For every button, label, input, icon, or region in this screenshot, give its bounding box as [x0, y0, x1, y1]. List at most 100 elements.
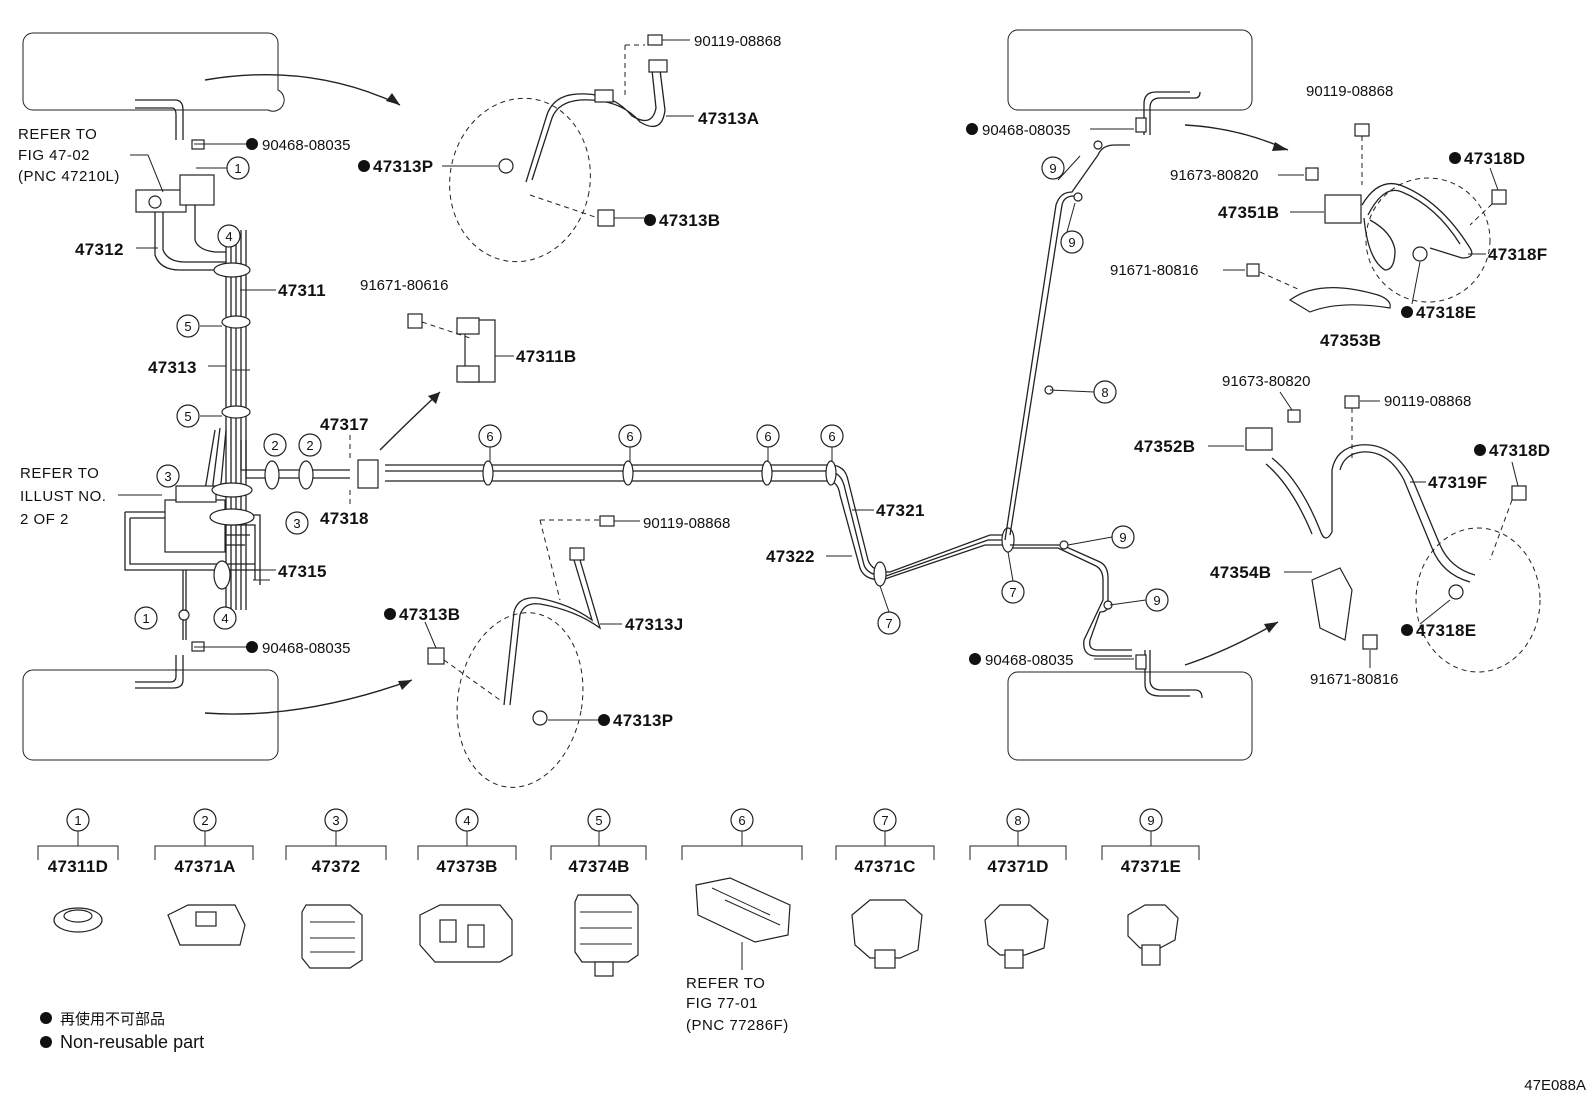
- clip-6-d: [825, 460, 837, 486]
- clip-3-a: [209, 508, 255, 526]
- clip-7-a: [873, 561, 887, 587]
- ref-47-02: REFER TO FIG 47-02 (PNC 47210L): [18, 126, 119, 185]
- dash-90119-b: [539, 519, 600, 601]
- bolt-91673-80820-a: [1305, 167, 1319, 181]
- label-47321: 47321: [876, 501, 925, 520]
- hose-47319F: [1265, 444, 1476, 583]
- label-90468-08035-d: 90468-08035: [985, 652, 1073, 669]
- legend-num-2: 2: [201, 813, 208, 828]
- label-47313B-b: 47313B: [399, 605, 460, 624]
- abs-lines: [124, 511, 261, 585]
- label-90119-08868-b: 90119-08868: [643, 515, 730, 532]
- clip-9-dot-c: [1059, 540, 1069, 550]
- fr-flex-hose: [1143, 91, 1201, 135]
- label-47318F: 47318F: [1488, 245, 1547, 264]
- clip-9-dot-a: [1093, 140, 1103, 150]
- svg-text:5: 5: [184, 409, 191, 424]
- rr-flex-hose: [1144, 650, 1203, 699]
- nr-dot-l: [1401, 624, 1413, 636]
- label-91671-80616: 91671-80616: [360, 277, 448, 294]
- note-dot-jp: [40, 1012, 52, 1024]
- clip-6-a: [482, 460, 494, 486]
- label-47318: 47318: [320, 509, 369, 528]
- label-91671-80816-b: 91671-80816: [1310, 671, 1398, 688]
- bolt-91671-80816-b: [1362, 634, 1378, 650]
- label-90119-08868-c: 90119-08868: [1306, 83, 1393, 100]
- clip-6-b: [622, 460, 634, 486]
- arrow-rl: [204, 679, 413, 715]
- clip-4-bot: [213, 560, 231, 590]
- hose-47313A: [525, 69, 666, 183]
- valve-block: [179, 174, 215, 206]
- label-47313P-b: 47313P: [613, 711, 673, 730]
- pipe-rr: [1010, 544, 1132, 657]
- ref-47-02-line2: FIG 47-02: [18, 147, 90, 164]
- label-47318D-b: 47318D: [1489, 441, 1550, 460]
- bolt-91671-80816-a: [1246, 263, 1260, 277]
- label-47313J: 47313J: [625, 615, 684, 634]
- label-47318E-b: 47318E: [1416, 621, 1476, 640]
- dash-47318D-b: [1489, 499, 1513, 561]
- bolt-91673-80820-b: [1287, 409, 1301, 423]
- legend-part-5: 47374B: [568, 857, 629, 876]
- nr-dot-k: [1474, 444, 1486, 456]
- ref-illust-line3: 2 OF 2: [20, 511, 69, 528]
- bolt-90119-c: [1354, 123, 1370, 137]
- rear-left-box: [22, 669, 279, 761]
- label-47313: 47313: [148, 358, 197, 377]
- hose-fitting-j: [569, 547, 585, 561]
- nr-dot-a: [246, 138, 258, 150]
- ref-illust-line1: REFER TO: [20, 465, 99, 482]
- label-47353B: 47353B: [1320, 331, 1381, 350]
- legend-part-9: 47371E: [1121, 857, 1181, 876]
- svg-text:2: 2: [306, 438, 313, 453]
- svg-text:6: 6: [764, 429, 771, 444]
- nr-dot-f: [598, 714, 610, 726]
- label-90119-08868-a: 90119-08868: [694, 33, 781, 50]
- legend-num-7: 7: [881, 813, 888, 828]
- arrow-rr: [1184, 621, 1279, 666]
- hose-47318F: [1361, 182, 1473, 259]
- svg-text:1: 1: [234, 161, 241, 176]
- callout-leaders: [196, 155, 1147, 613]
- ref-illust-line2: ILLUST NO.: [20, 488, 106, 505]
- bolt-47313B-a: [597, 209, 615, 227]
- legend-part-7: 47371C: [854, 857, 915, 876]
- clip-2-b: [298, 460, 314, 490]
- detail-circle-47313A: [449, 97, 591, 263]
- svg-text:1: 1: [142, 611, 149, 626]
- arrow-fl: [204, 74, 401, 106]
- ref-77-01-line3: (PNC 77286F): [686, 1017, 789, 1034]
- clip-3-b: [211, 482, 253, 498]
- svg-text:3: 3: [293, 516, 300, 531]
- detail-circle-47318F: [1365, 177, 1491, 303]
- ref-47-02-line1: REFER TO: [18, 126, 97, 143]
- nr-dot-h: [969, 653, 981, 665]
- legend-num-4: 4: [463, 813, 470, 828]
- bolt-47313B-b: [427, 647, 445, 665]
- dash-47313B-a: [529, 194, 599, 219]
- legend-part-3: 47372: [312, 857, 361, 876]
- dash-47313B-b: [443, 659, 501, 701]
- pipe-bundle-47311: [225, 230, 247, 610]
- label-90468-08035-a: 90468-08035: [262, 137, 350, 154]
- label-47351B: 47351B: [1218, 203, 1279, 222]
- arrow-fl-head: [386, 93, 400, 105]
- legend-num-6: 6: [738, 813, 745, 828]
- label-91673-80820-a: 91673-80820: [1170, 167, 1258, 184]
- svg-text:6: 6: [486, 429, 493, 444]
- nr-dot-g: [966, 123, 978, 135]
- bracket-47354B: [1311, 567, 1353, 641]
- svg-text:8: 8: [1101, 385, 1108, 400]
- front-left-box: [22, 32, 285, 112]
- note-en: Non-reusable part: [60, 1032, 204, 1052]
- ref-47-02-leader: [130, 154, 164, 193]
- label-47318D-a: 47318D: [1464, 149, 1525, 168]
- pipe-to-abs: [204, 427, 350, 495]
- svg-text:6: 6: [828, 429, 835, 444]
- pipe-47312: [154, 205, 226, 271]
- bolt-91671-80616: [407, 313, 423, 329]
- label-47318E-a: 47318E: [1416, 303, 1476, 322]
- svg-text:9: 9: [1119, 530, 1126, 545]
- hose-47313J: [503, 559, 602, 706]
